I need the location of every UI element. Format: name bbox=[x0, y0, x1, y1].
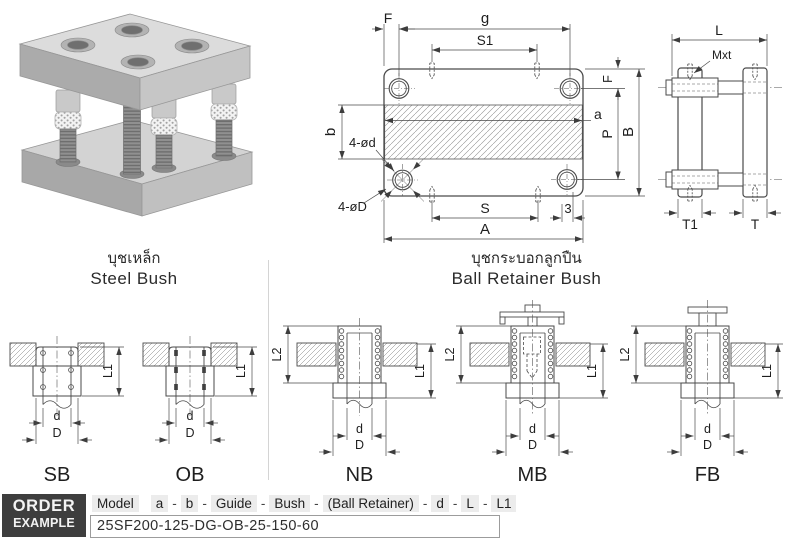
dim-label-d: d bbox=[187, 409, 194, 423]
token-separator: - bbox=[422, 496, 428, 511]
dim-label-S1: S1 bbox=[477, 33, 494, 48]
order-model-format: Model a - b - Guide - Bush - (Ball Retai… bbox=[92, 494, 517, 513]
bush-code-mb: MB bbox=[518, 464, 548, 486]
bush-code-sb: SB bbox=[44, 464, 71, 486]
token-separator: - bbox=[172, 496, 177, 511]
hidden-bore-lines bbox=[672, 81, 767, 186]
dim-label-F-right: F bbox=[600, 75, 615, 83]
steel-bush-title-thai: บุชเหล็ก bbox=[107, 250, 161, 267]
order-example-badge: ORDER EXAMPLE bbox=[2, 494, 86, 537]
ball-retainer-title-english: Ball Retainer Bush bbox=[451, 269, 602, 288]
dim-label-d: d bbox=[704, 422, 711, 436]
token-separator: - bbox=[482, 496, 488, 511]
model-token-b: b bbox=[180, 495, 199, 512]
dim-label-A: A bbox=[480, 221, 490, 238]
dim-label-D: D bbox=[355, 438, 364, 452]
dim-label-P: P bbox=[599, 129, 615, 138]
token-separator: - bbox=[260, 496, 266, 511]
bush-section-sb: L1 d D SB bbox=[9, 336, 124, 486]
left-plate-side bbox=[677, 67, 703, 198]
guide-posts-3d bbox=[54, 83, 238, 175]
ball-retainer-bush-title: บุชกระบอกลูกปืน Ball Retainer Bush bbox=[268, 249, 785, 289]
die-set-3d-render bbox=[18, 13, 254, 217]
right-plate-side bbox=[742, 67, 768, 198]
bush-sections-drawing: L1 d D SB bbox=[9, 300, 783, 486]
dim-label-L1: L1 bbox=[234, 364, 248, 378]
bush-section-ob: L1 d D OB bbox=[142, 336, 257, 486]
bush-code-nb: NB bbox=[346, 464, 374, 486]
dim-label-D: D bbox=[528, 438, 537, 452]
dim-label-d: d bbox=[356, 422, 363, 436]
dim-label-L2: L2 bbox=[443, 348, 457, 362]
dim-label-L1: L1 bbox=[585, 364, 599, 378]
dim-label-F-top: F bbox=[384, 10, 393, 26]
dim-label-L2: L2 bbox=[270, 348, 284, 362]
model-token-a: a bbox=[150, 495, 169, 512]
bush-code-ob: OB bbox=[176, 464, 205, 486]
bush-section-nb: L2 L1 d D NB bbox=[270, 318, 436, 486]
dim-label-T1: T1 bbox=[682, 217, 698, 232]
dim-label-3: 3 bbox=[564, 201, 571, 216]
dim-label-L1: L1 bbox=[101, 364, 115, 378]
dim-label-d: d bbox=[529, 422, 536, 436]
label-Mxt: Mxt bbox=[712, 48, 732, 62]
section-divider bbox=[268, 260, 269, 480]
dim-label-B: B bbox=[620, 127, 637, 137]
token-separator: - bbox=[314, 496, 319, 511]
order-example-code: 25SF200-125-DG-OB-25-150-60 bbox=[90, 515, 500, 538]
bush-section-fb: L2 L1 d D FB bbox=[618, 300, 783, 486]
label-4-od: 4-ød bbox=[349, 135, 376, 150]
model-token-guide: Guide bbox=[210, 495, 257, 512]
model-token-d: d bbox=[431, 495, 449, 512]
counterbore-holes-3d bbox=[60, 22, 210, 70]
model-label: Model bbox=[92, 495, 139, 512]
dim-label-a: a bbox=[594, 106, 602, 122]
side-view-drawing: L Mxt T1 T bbox=[658, 22, 782, 232]
dim-label-b: b bbox=[325, 128, 339, 136]
dim-label-d: d bbox=[54, 409, 61, 423]
dim-label-L: L bbox=[715, 22, 723, 38]
steel-bush-title-english: Steel Bush bbox=[90, 269, 178, 288]
dim-label-L1: L1 bbox=[413, 364, 427, 378]
guide-posts-side bbox=[665, 77, 744, 190]
order-badge-line2: EXAMPLE bbox=[13, 516, 75, 530]
dim-label-S: S bbox=[480, 200, 489, 216]
model-token-bush: Bush bbox=[269, 495, 311, 512]
label-4-oD: 4-øD bbox=[338, 199, 367, 214]
dim-label-T: T bbox=[751, 217, 759, 232]
dimension-lines bbox=[338, 24, 645, 243]
dim-label-D: D bbox=[52, 426, 61, 440]
bush-code-fb: FB bbox=[695, 464, 721, 486]
top-plate-3d bbox=[18, 13, 252, 111]
dim-label-L2: L2 bbox=[618, 348, 632, 362]
token-separator: - bbox=[452, 496, 458, 511]
steel-bush-title: บุชเหล็ก Steel Bush bbox=[0, 249, 268, 289]
bush-section-mb: L2 L1 d D MB bbox=[443, 300, 608, 486]
dim-label-D: D bbox=[703, 438, 712, 452]
dimension-lines bbox=[664, 34, 781, 218]
hole-centerlines bbox=[384, 73, 583, 196]
model-token-ball-retainer: (Ball Retainer) bbox=[322, 495, 419, 512]
ball-retainer-title-thai: บุชกระบอกลูกปืน bbox=[471, 250, 582, 267]
order-badge-line1: ORDER bbox=[12, 497, 76, 515]
dim-label-D: D bbox=[185, 426, 194, 440]
model-token-L: L bbox=[461, 495, 479, 512]
token-separator: - bbox=[202, 496, 207, 511]
dim-label-L1: L1 bbox=[760, 364, 774, 378]
dim-label-g: g bbox=[481, 10, 489, 27]
model-token-L1: L1 bbox=[491, 495, 517, 512]
die-area-hatch bbox=[384, 104, 583, 160]
top-view-drawing: F g S1 F a P B b 4-ød 4-øD S 3 A bbox=[325, 10, 645, 243]
